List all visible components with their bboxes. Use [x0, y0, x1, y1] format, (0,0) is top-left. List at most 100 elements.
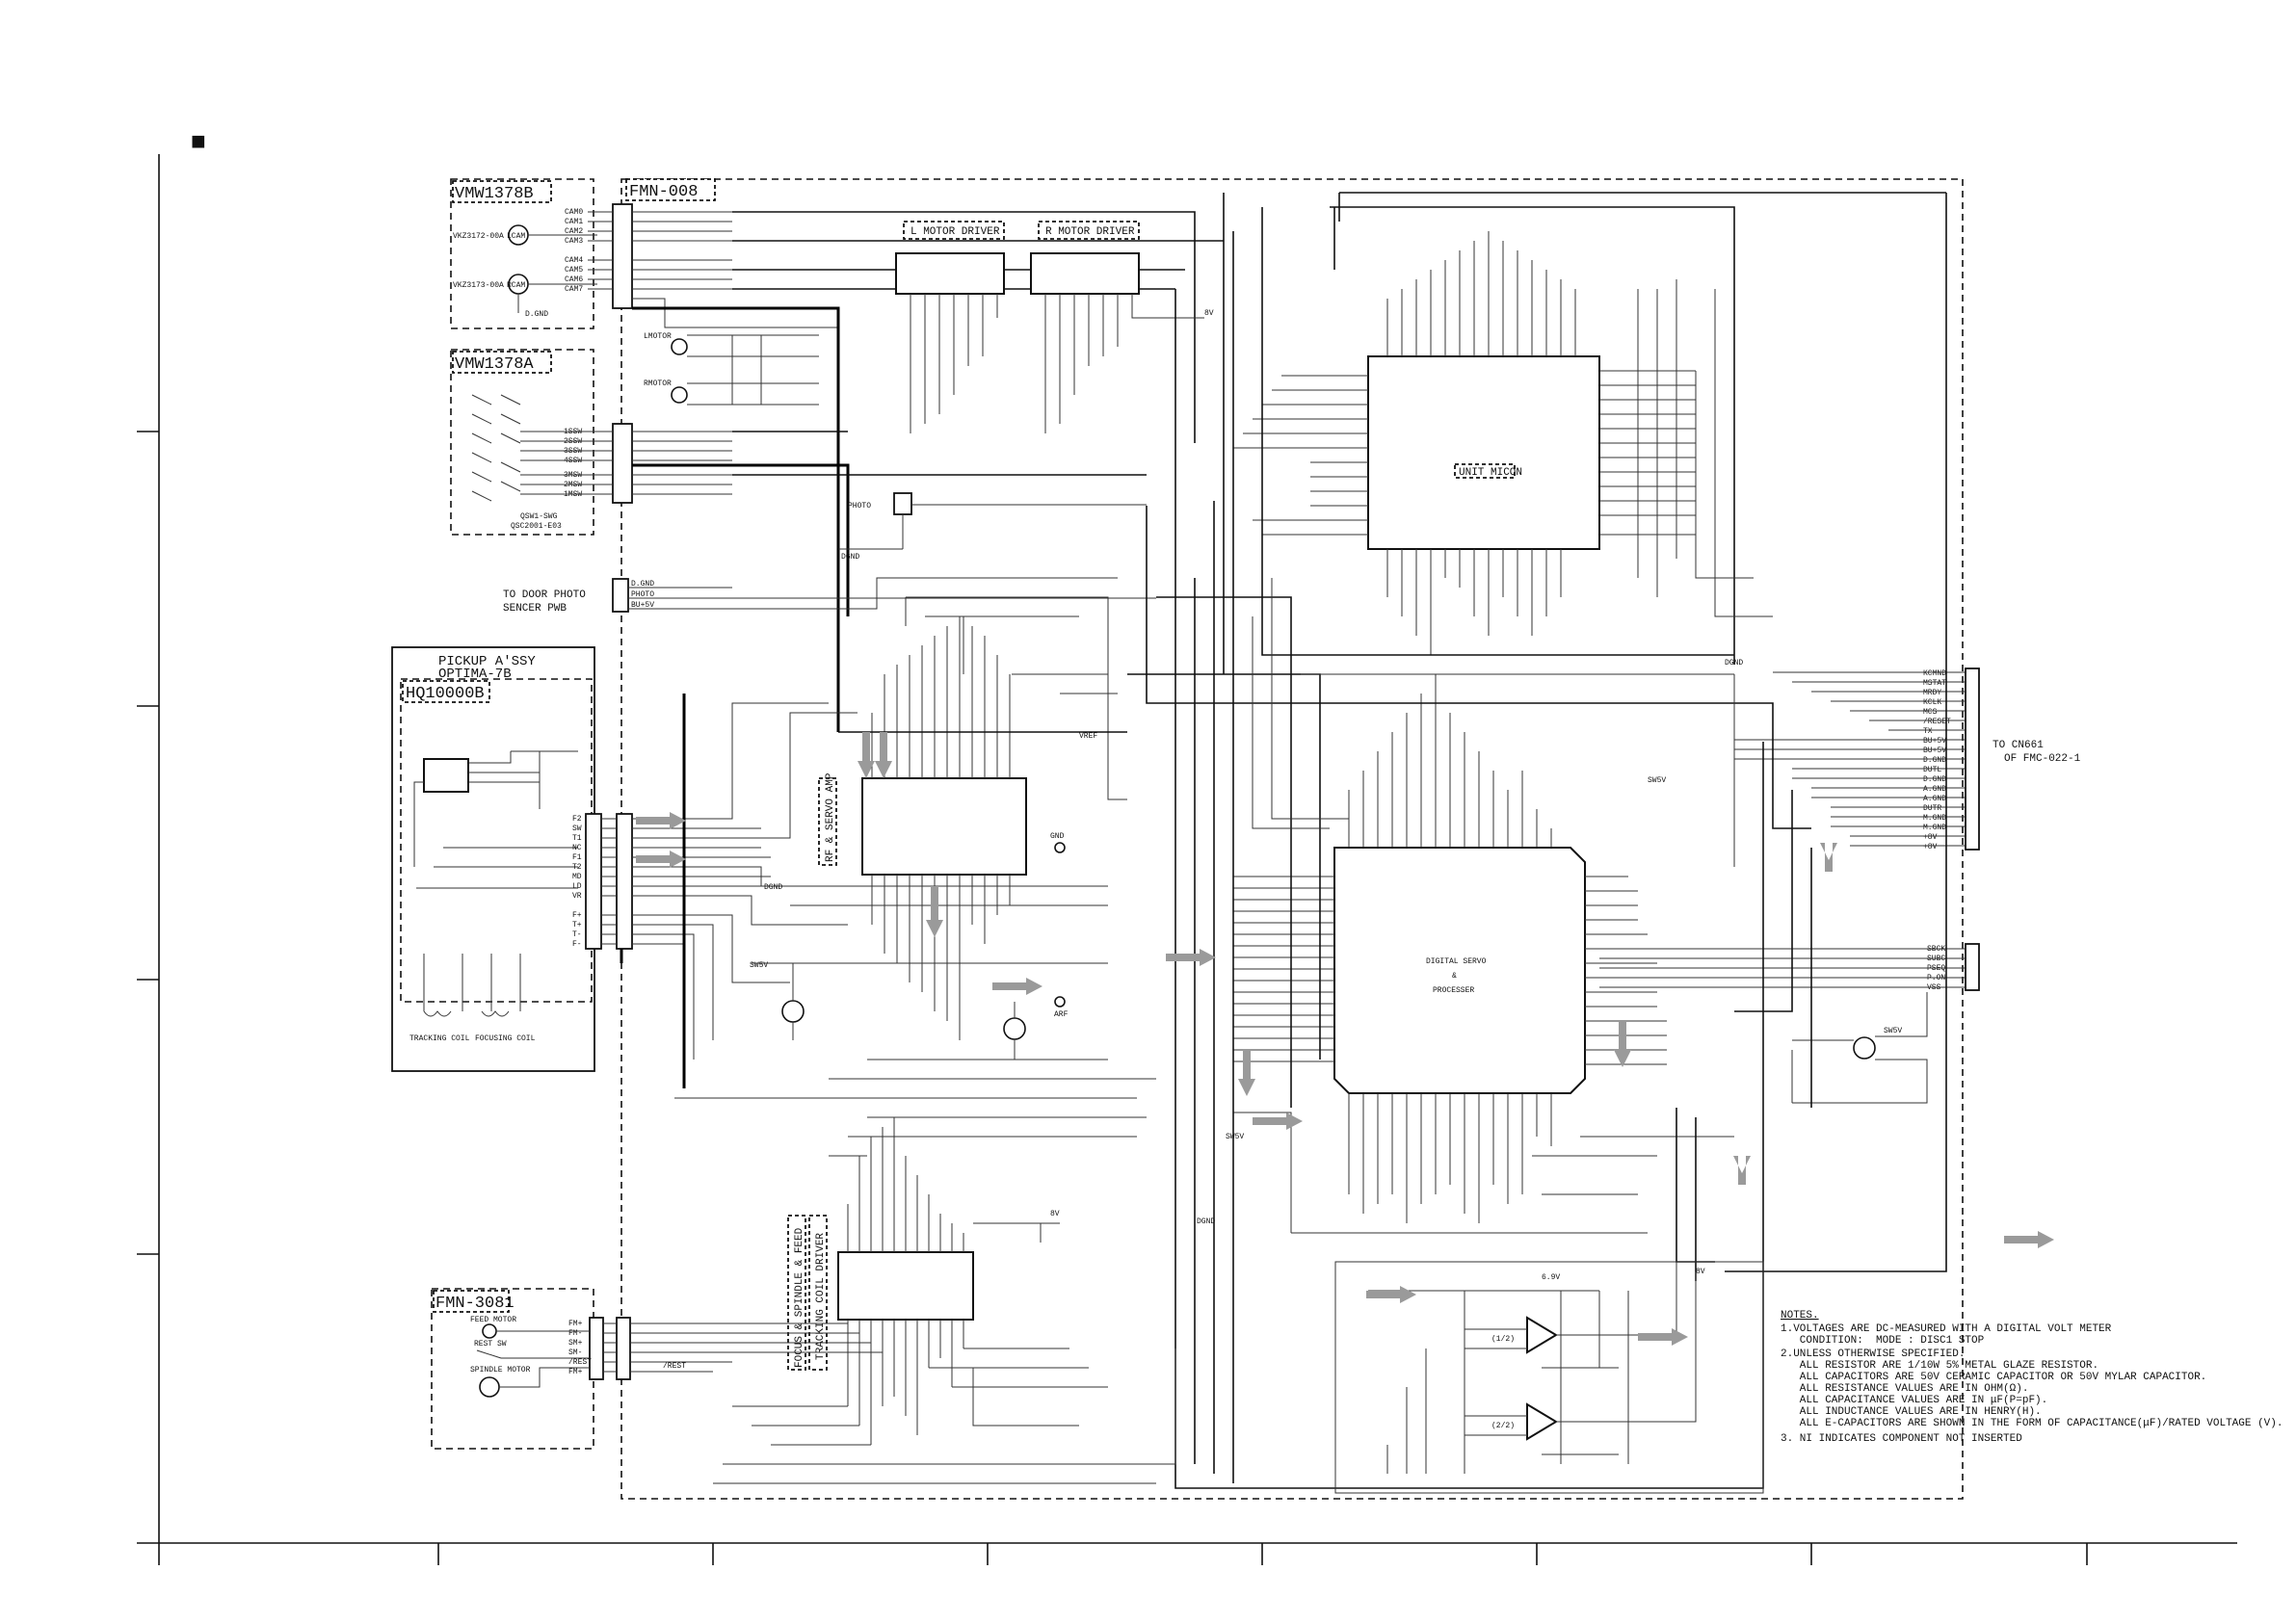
feed-motor-icon [482, 1323, 497, 1339]
pickup-part: HQ10000B [406, 685, 485, 703]
pin-label: FM+ [568, 1320, 583, 1328]
transistor-icon [1853, 1036, 1876, 1060]
laser-diode-icon [423, 758, 469, 793]
dsp-line3: PROCESSER [1433, 986, 1474, 995]
opamp1-unit: (1/2) [1491, 1335, 1515, 1344]
vmw1378b-title: VMW1378B [455, 185, 534, 203]
fmn3081-title: FMN-3081 [435, 1295, 515, 1313]
rest-switch-icon [476, 1349, 502, 1359]
dgnd-label-2: DGND [764, 883, 782, 892]
conn-pin: BU+5V [1923, 746, 1946, 755]
notes-line: 3. NI INDICATES COMPONENT NOT INSERTED [1781, 1433, 2022, 1445]
right-connector: KCMND MSTAT MRDY KCLK MCS /RESET TX BU+5… [1599, 668, 2081, 1104]
pin-label: CAM6 [565, 275, 583, 284]
header-marker: ■ [191, 128, 206, 157]
opamp-section: (1/2) (2/2) 6.9V 8V [1334, 1261, 1764, 1494]
conn-pin: BU+5V [1923, 737, 1946, 746]
net-arf: ARF [1054, 1010, 1069, 1019]
conn-pin: DUTR [1923, 804, 1941, 813]
tracking-coil-label: TRACKING COIL [409, 1034, 470, 1043]
pin-label: PHOTO [631, 590, 654, 599]
rest-net: /REST [663, 1362, 686, 1371]
dgnd-label-3: DGND [1197, 1217, 1215, 1226]
pin-label: T1 [572, 834, 582, 843]
spindle-motor-label: SPINDLE MOTOR [470, 1366, 531, 1374]
switch-part: QSW1-SWG [520, 512, 558, 521]
focus-driver-line2: TRACKING COIL DRIVER [815, 1233, 827, 1360]
target-line1: TO CN661 [1993, 740, 2044, 751]
notes-line: CONDITION: MODE : DISC1 STOP [1781, 1335, 1985, 1347]
pickup-assy: PICKUP A'SSY OPTIMA-7B HQ10000B F2 SW T1… [391, 646, 633, 1072]
conn-pin: KCMND [1923, 669, 1946, 678]
pin-label: F2 [572, 815, 582, 824]
lmotor-label: LMOTOR [644, 332, 672, 341]
pin-label: F1 [572, 853, 582, 862]
dgnd-label-4: DGND [1725, 659, 1743, 668]
fmn008-title: FMN-008 [629, 183, 698, 201]
pin-label: SW [572, 825, 582, 833]
rmotor-label: RMOTOR [644, 380, 672, 388]
door-photo-line2: SENCER PWB [503, 603, 567, 615]
pickup-title2: OPTIMA-7B [438, 667, 512, 682]
conn-pin: M.GND [1923, 824, 1946, 832]
conn-pin: DUTL [1923, 766, 1941, 774]
vmw1378a-pins: 1SSW 2SSW 3SSW 4SSW 3MSW 2MSW 1MSW [564, 428, 582, 499]
net-sw5v-dsp: SW5V [1226, 1133, 1244, 1141]
pin-label: /REST [568, 1358, 592, 1367]
pin-label: T- [572, 930, 582, 939]
photo-sensor: PHOTO DGND [838, 492, 1147, 562]
conn-pin: TX [1923, 727, 1933, 736]
conn-pin: D.GND [1923, 756, 1946, 765]
pin-label: CAM2 [565, 227, 583, 236]
pin-label: D.GND [631, 580, 654, 589]
photo-label: PHOTO [848, 502, 871, 510]
notes-line: 2.UNLESS OTHERWISE SPECIFIED. [1781, 1348, 1965, 1360]
opamp-supply: 6.9V [1542, 1273, 1560, 1282]
pin-label: F+ [572, 911, 582, 920]
notes-line: ALL E-CAPACITORS ARE SHOWN IN THE FORM O… [1781, 1418, 2283, 1429]
pin-label: F- [572, 940, 582, 949]
pin-label: FM- [568, 1329, 582, 1338]
rf-amp-label: RF & SERVO AMP [825, 772, 836, 862]
pin-label: SM- [568, 1348, 582, 1357]
opamp2-unit: (2/2) [1491, 1422, 1515, 1430]
net-8v-opamp: 8V [1696, 1268, 1705, 1276]
opamp-icon [1526, 1316, 1558, 1354]
conn-pin: D.GND [1923, 775, 1946, 784]
pin-label: CAM3 [565, 237, 583, 246]
notes-title: NOTES. [1781, 1310, 1819, 1322]
switch-part2: QSC2001-E03 [511, 522, 562, 531]
conn-pin: MRDY [1923, 689, 1941, 697]
net-sw5v-top: SW5V [1648, 776, 1666, 785]
pin-label: BU+5V [631, 601, 654, 610]
notes: NOTES. 1.VOLTAGES ARE DC-MEASURED WITH A… [1781, 1310, 2283, 1445]
net-vref: VREF [1079, 732, 1097, 741]
lmotor-icon [671, 338, 688, 355]
focus-spindle-driver: FOCUS & SPINDLE & FEED TRACKING COIL DRI… [713, 1116, 1176, 1484]
feed-motor-label: FEED MOTOR [470, 1316, 516, 1324]
fmn3081-block: FMN-3081 FEED MOTOR REST SW SPINDLE MOTO… [431, 1288, 883, 1450]
unit-micon-label: UNIT MICON [1459, 467, 1522, 479]
net-8v-top: 8V [1204, 309, 1214, 318]
transistor-icon [781, 1000, 805, 1023]
pin-label: SM+ [568, 1339, 583, 1348]
vmw1378b-pins: CAM0 CAM1 CAM2 CAM3 CAM4 CAM5 CAM6 CAM7 [565, 208, 583, 294]
dsp-line2: & [1452, 972, 1457, 981]
main-interconnects [838, 193, 1947, 1489]
pin-label: CAM4 [565, 256, 583, 265]
focusing-coil-label: FOCUSING COIL [475, 1034, 536, 1043]
conn-pin: A.GND [1923, 795, 1946, 803]
door-photo-connector: TO DOOR PHOTO SENCER PWB D.GND PHOTO BU+… [503, 577, 1156, 615]
photo-icon [893, 492, 912, 515]
net-gnd: GND [1050, 832, 1065, 841]
pin-label: CAM5 [565, 266, 583, 275]
pin-label: NC [572, 844, 582, 852]
conn-pin: /RESET [1923, 718, 1951, 726]
pin-label: CAM1 [565, 218, 583, 226]
pickup-rf-wires [620, 694, 858, 1088]
pin-label: MD [572, 873, 582, 881]
notes-line: ALL RESISTOR ARE 1/10W 5% METAL GLAZE RE… [1781, 1360, 2098, 1372]
conn-pin: KCLK [1923, 698, 1941, 707]
conn-pin: +8V [1923, 833, 1938, 842]
